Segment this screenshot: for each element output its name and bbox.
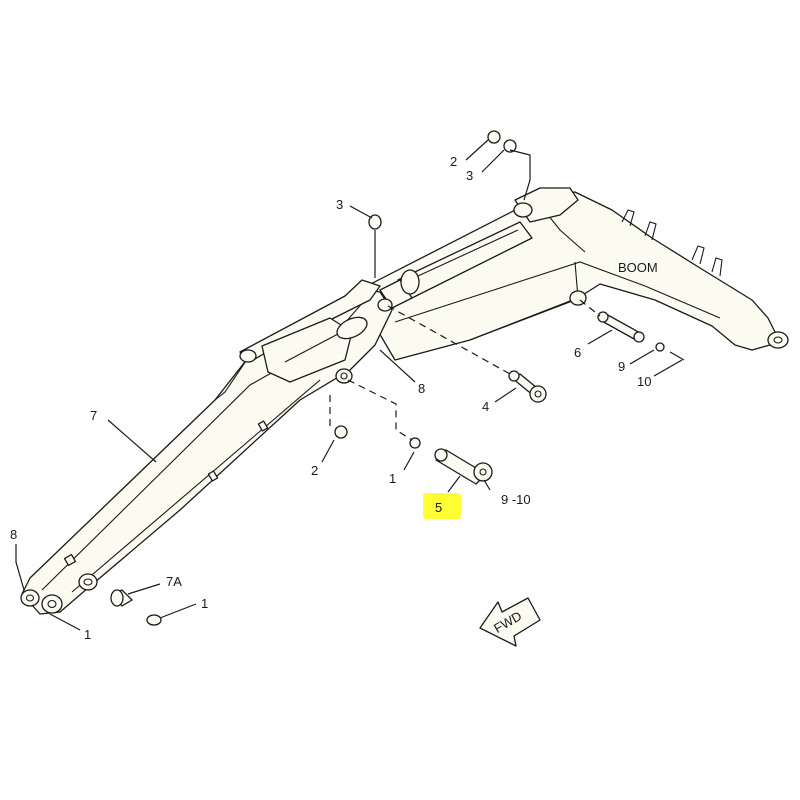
callout-10: 10 [637,374,651,389]
callout-5: 5 [435,500,442,515]
callout-7: 7 [90,408,97,423]
callout-9: 9 [618,359,625,374]
boom-label: BOOM [618,260,658,275]
loose-parts [110,130,685,626]
callout-2-top: 2 [450,154,457,169]
callout-2-low: 2 [311,463,318,478]
leader-lines [15,139,683,631]
stick-cylinder [379,221,533,309]
callout-1-bottom: 1 [84,627,91,642]
callout-8-left: 8 [10,527,17,542]
callout-1-right: 1 [201,596,208,611]
callout-8-mid: 8 [418,381,425,396]
callout-7a: 7A [166,574,182,589]
callout-1-mid: 1 [389,471,396,486]
highlight-callout-5 [423,493,461,519]
fwd-arrow: FWD [479,597,541,647]
callout-9-10: 9 -10 [501,492,531,507]
callout-3-top: 3 [466,168,473,183]
stick [20,279,393,615]
callout-3-mid: 3 [336,197,343,212]
callout-6: 6 [574,345,581,360]
callout-4: 4 [482,399,489,414]
labels: BOOM 2 3 3 8 4 6 9 10 7 2 1 5 9 -10 8 7A… [10,154,658,642]
boom [354,187,789,361]
